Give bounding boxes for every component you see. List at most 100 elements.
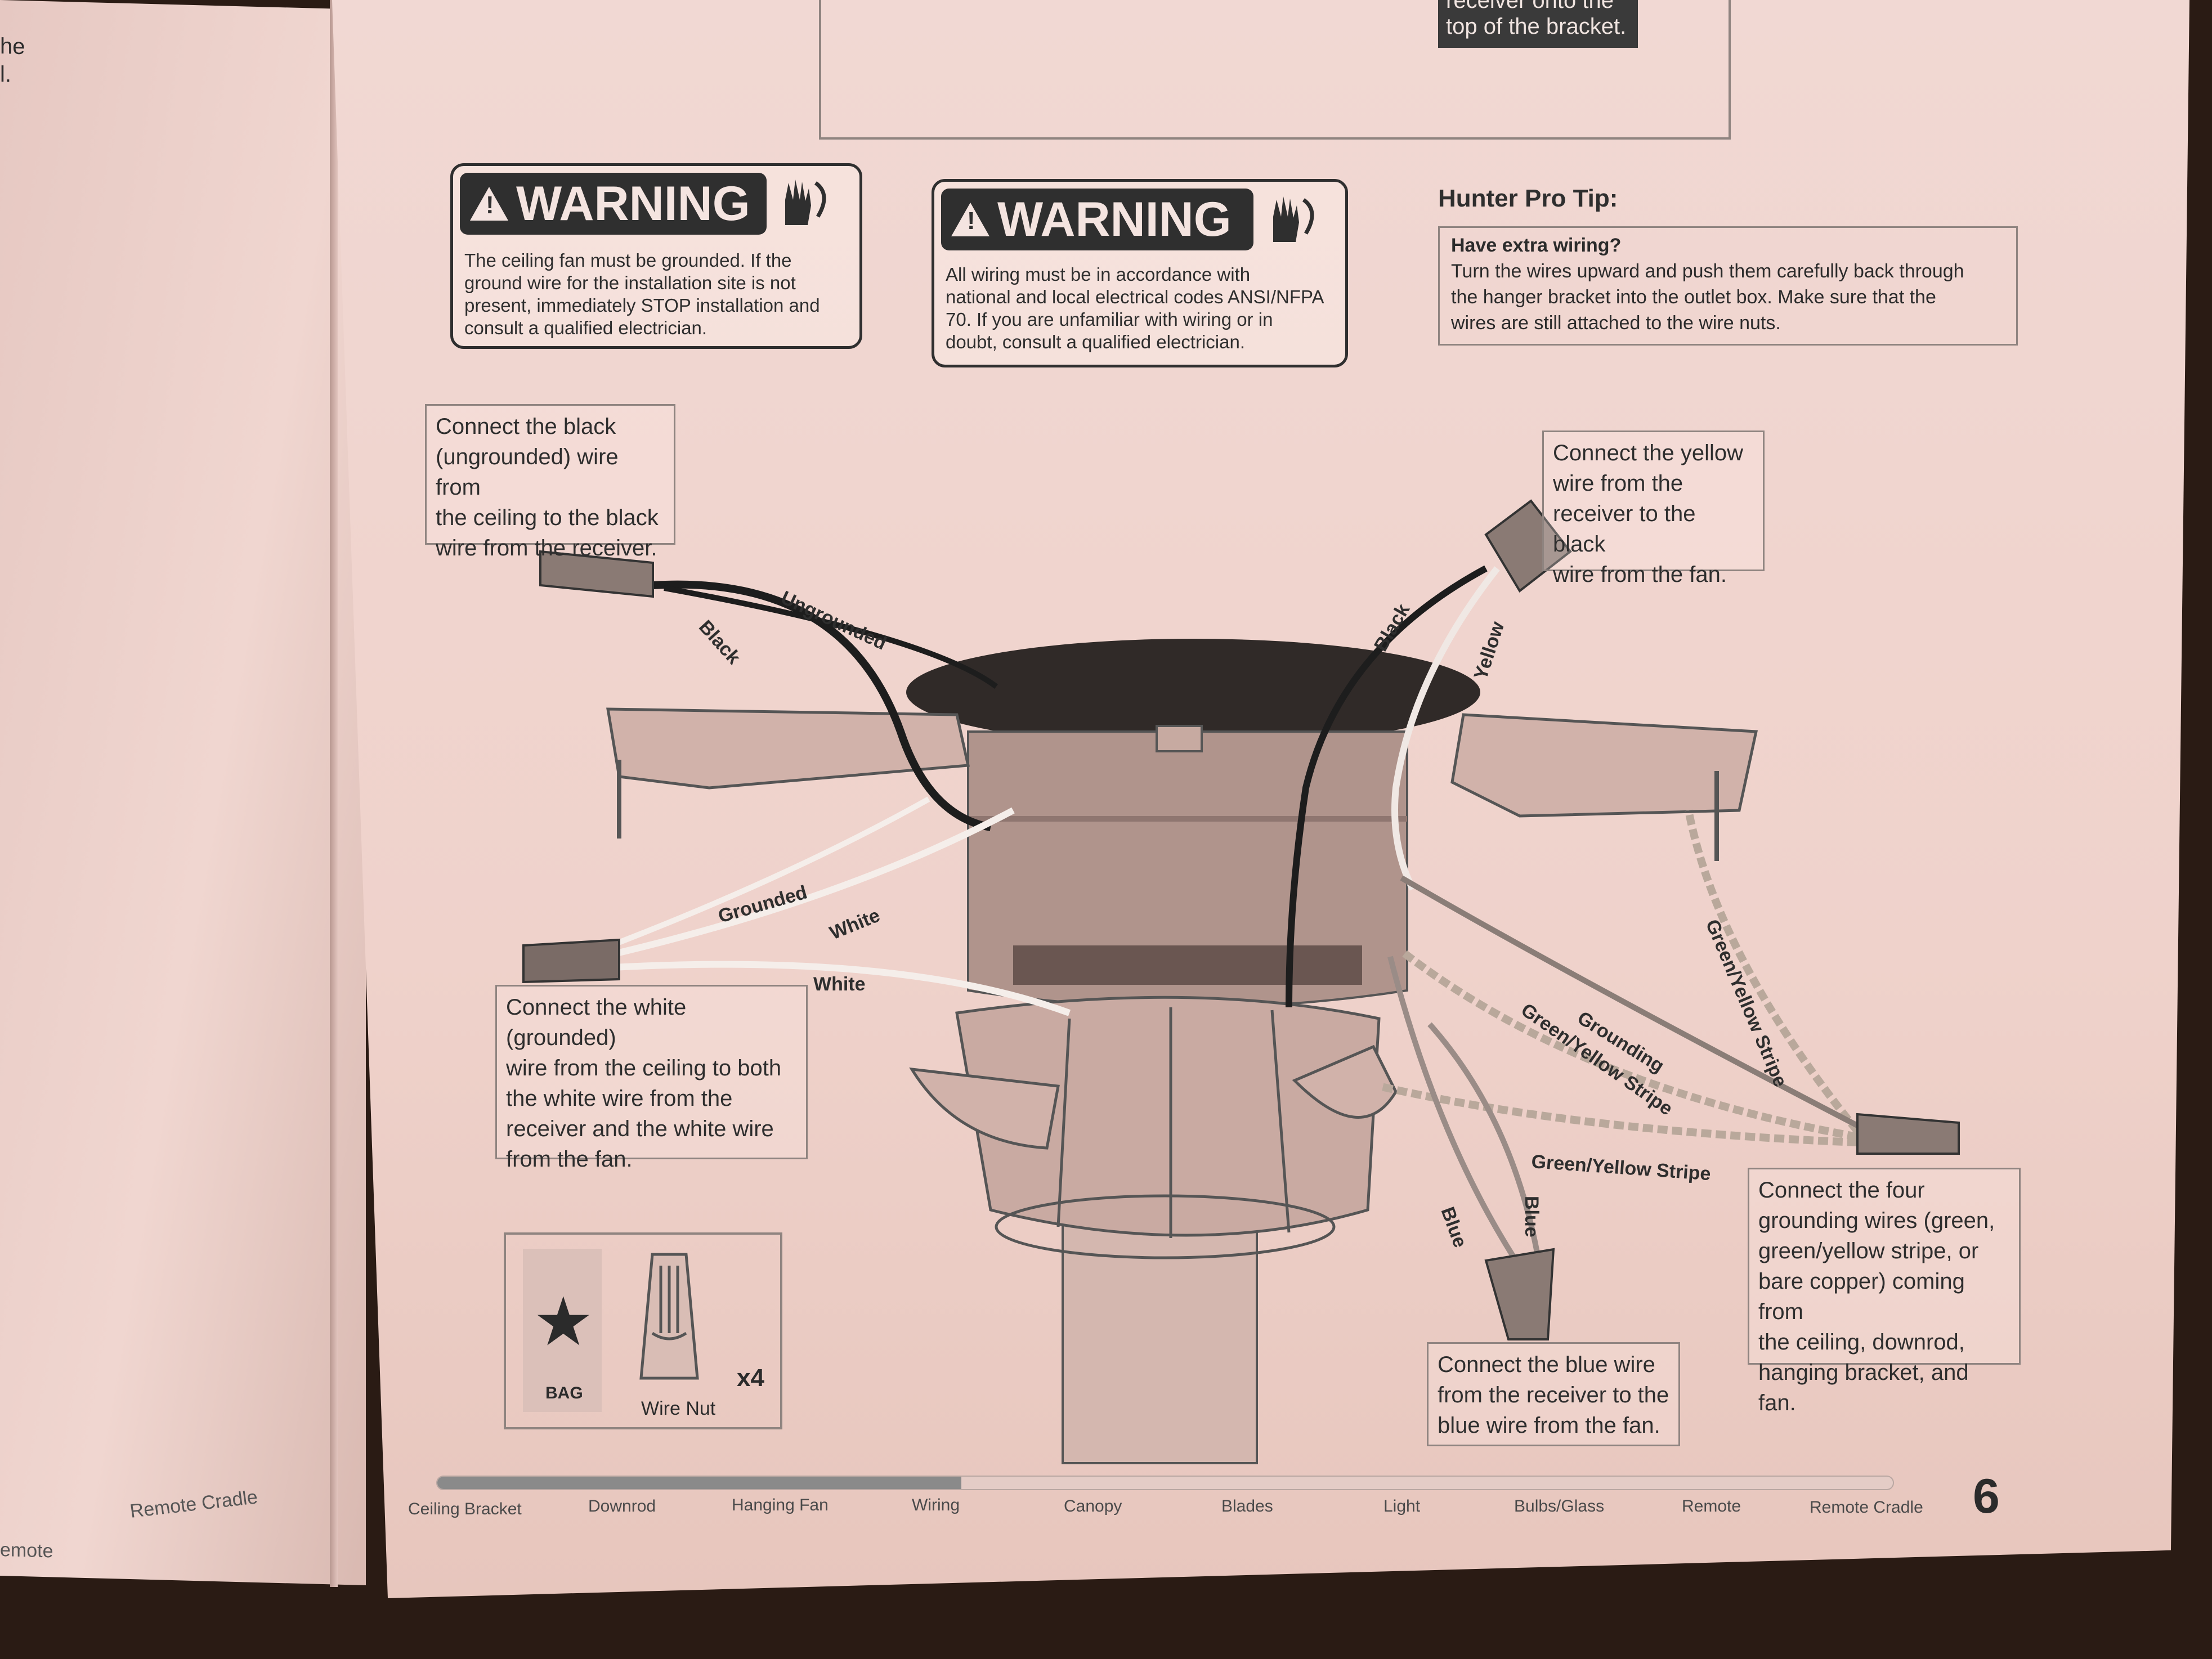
warning-line: 70. If you are unfamiliar with wiring or… [946,309,1273,330]
callout-line: Connect the four [1758,1178,1925,1203]
white-wire-2 [602,961,1071,1016]
blue-wire-2 [1427,1022,1545,1284]
wire-nut-left [522,938,620,984]
switch-tab [1156,725,1203,752]
nav-item-wiring: Wiring [912,1496,960,1514]
bracket-left [606,707,970,790]
callout-line: green/yellow stripe, or [1758,1239,1979,1263]
green-yellow-wire-2 [1399,948,1859,1141]
wire-nut-top-left [539,550,654,598]
wire-label-black-left: Black [695,616,745,669]
grounding-wire [1400,875,1859,1128]
pro-tip-line: wires are still attached to the wire nut… [1451,312,1781,334]
grounded-wire [595,796,930,954]
callout-line: bare copper) coming from [1758,1269,1965,1324]
wire-nut-top-right [1484,499,1572,593]
callout-line: Connect the black [436,414,616,439]
previous-step-frame [819,0,1731,140]
callout-line: the ceiling, downrod, [1758,1330,1965,1355]
callout-line: hanging bracket, and fan. [1758,1360,1969,1415]
wire-nut-right [1856,1113,1960,1155]
wire-label-blue-1: Blue [1436,1204,1471,1250]
nav-item-remote: Remote [1682,1497,1741,1515]
wire-label-white-1: White [827,905,883,944]
section-progress-fill [437,1477,961,1489]
callout-line: from the fan. [506,1147,633,1172]
nav-item-canopy: Canopy [1064,1497,1122,1515]
callout-line: receiver and the white wire [506,1117,774,1141]
warning-box-codes: ! WARNING All wiring must be in accordan… [932,179,1348,367]
warning-line: ground wire for the installation site is… [464,272,796,293]
ungrounded-black-wire [652,580,992,831]
wire-label-grounded: Grounded [716,881,810,927]
page-number: 6 [1973,1469,2000,1523]
electric-shock-hand-icon [785,180,826,225]
callout-yellow-wire: Connect the yellow wire from the receive… [1542,431,1765,587]
wire-label-blue-2: Blue [1521,1196,1542,1237]
wire-nut-bottom [1484,1248,1555,1340]
warning-header: ! WARNING [941,189,1253,250]
pro-tip-line: the hanger bracket into the outlet box. … [1451,286,1936,308]
callout-line: (ungrounded) wire from [436,445,619,500]
warning-triangle-icon: ! [951,203,989,236]
callout-line: blue wire from the fan. [1438,1413,1660,1438]
white-wire-1 [601,807,1015,960]
callout-line: Connect the yellow [1553,441,1743,465]
hardware-bag: ★ BAG [523,1249,602,1412]
callout-line: the ceiling to the black [436,505,659,530]
nav-item-hanging-fan: Hanging Fan [732,1496,829,1514]
callout-blue-wire: Connect the blue wire from the receiver … [1427,1342,1680,1446]
warning-line: present, immediately STOP installation a… [464,295,820,316]
black-wire-left [664,585,998,689]
wire-label-yellow: Yellow [1470,619,1508,683]
blue-wire-1 [1387,956,1534,1285]
callout-line: from the receiver to the [1438,1383,1669,1407]
warning-line: national and local electrical codes ANSI… [946,286,1324,307]
nav-item-light: Light [1383,1497,1421,1515]
nav-item-blades: Blades [1221,1497,1273,1515]
wire-label-gy-3: Green/Yellow Stripe [1530,1151,1711,1185]
pro-tip-box: Have extra wiring? Turn the wires upward… [1438,226,2018,346]
warning-box-grounding: ! WARNING The ceiling fan must be ground… [450,163,862,349]
callout-black-wire: Connect the black (ungrounded) wire from… [425,404,675,561]
callout-line: Connect the white (grounded) [506,995,687,1050]
warning-header: ! WARNING [460,173,767,235]
green-yellow-wire-1 [1685,809,1861,1134]
wire-nut-count: x4 [737,1364,764,1392]
warning-triangle-icon: ! [470,187,508,221]
wire-nut-label: Wire Nut [641,1398,716,1419]
nav-item-bulbs-glass: Bulbs/Glass [1514,1497,1605,1515]
callout-line: receiver to the black [1553,501,1696,557]
previous-step-line: top of the bracket. [1446,14,1627,39]
callout-line: wire from the fan. [1553,562,1727,587]
pro-tip-heading: Hunter Pro Tip: [1438,185,1618,212]
warning-text: The ceiling fan must be grounded. If the… [464,249,850,339]
previous-step-tip: receiver onto the top of the bracket. [1438,0,1638,48]
callout-line: wire from the ceiling to both [506,1056,782,1080]
electric-shock-hand-icon [1273,196,1314,242]
wire-label-white-2: White [813,974,866,995]
bag-label: BAG [545,1384,583,1402]
bracket-right [1450,713,1758,818]
wire-nut-icon [639,1253,699,1380]
callout-grounding-wires: Connect the four grounding wires (green,… [1748,1168,2021,1415]
callout-line: wire from the receiver. [436,536,657,561]
warning-line: consult a qualified electrician. [464,317,708,338]
parts-box: ★ BAG Wire Nut x4 [504,1232,782,1429]
warning-text: All wiring must be in accordance with na… [946,263,1336,353]
warning-title: WARNING [997,192,1232,246]
star-icon: ★ [533,1284,594,1360]
pro-tip-line: Turn the wires upward and push them care… [1451,261,1964,282]
yellow-wire [1391,566,1500,891]
callout-line: the white wire from the [506,1086,733,1111]
downrod [1062,1220,1258,1464]
warning-line: The ceiling fan must be grounded. If the [464,250,792,271]
wire-label-gy-2: Green/Yellow Stripe [1701,916,1792,1090]
previous-step-line: receiver onto the [1446,0,1614,13]
book-spine [330,0,338,1587]
callout-line: Connect the blue wire [1438,1352,1655,1377]
green-yellow-wire-3 [1378,1082,1858,1146]
warning-line: All wiring must be in accordance with [946,264,1251,285]
nav-item-remote-cradle: Remote Cradle [1810,1498,1923,1517]
